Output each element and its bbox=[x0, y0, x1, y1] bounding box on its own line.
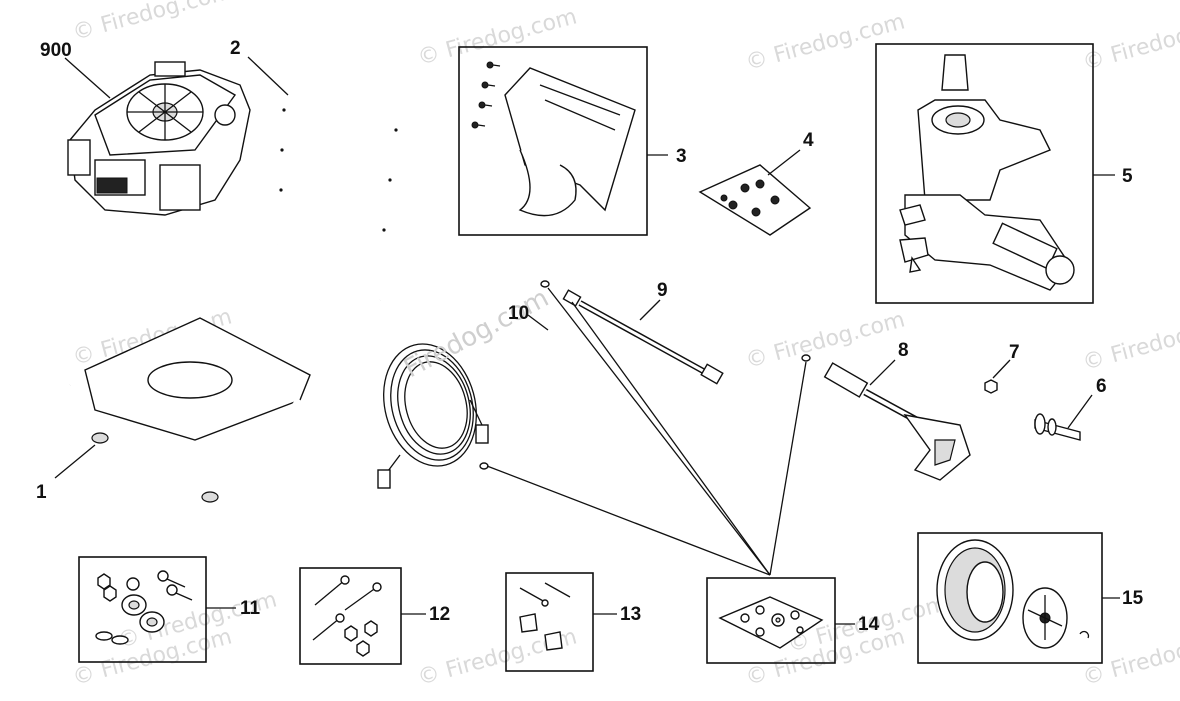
nut-icon bbox=[984, 379, 998, 394]
base-frame-icon bbox=[65, 232, 322, 503]
part-label-13: 13 bbox=[620, 604, 641, 625]
part-label-8: 8 bbox=[898, 340, 909, 361]
hose-watermark: Firedog.com bbox=[399, 283, 554, 384]
handle-icon bbox=[273, 20, 410, 301]
wheel-icon bbox=[936, 539, 1090, 649]
watermark: © Firedog.com bbox=[415, 4, 580, 70]
o-ring-kit-icon bbox=[718, 596, 824, 649]
part-label-9: 9 bbox=[657, 280, 668, 301]
axle-bolt-icon bbox=[1034, 413, 1081, 441]
hardware-kit-icon bbox=[519, 582, 571, 651]
part-label-5: 5 bbox=[1122, 166, 1133, 187]
leader-line-4 bbox=[767, 149, 801, 176]
part-11-box bbox=[78, 556, 207, 663]
screw-bag-icon bbox=[698, 164, 812, 236]
part-label-2: 2 bbox=[230, 38, 241, 59]
hardware-kit-icon bbox=[95, 570, 193, 645]
part-label-7: 7 bbox=[1009, 342, 1020, 363]
pump-icon bbox=[899, 54, 1075, 291]
spray-gun-icon bbox=[801, 354, 971, 481]
part-label-900: 900 bbox=[40, 40, 72, 61]
part-label-15: 15 bbox=[1122, 588, 1144, 609]
o-ring-leader-lines bbox=[486, 287, 807, 576]
part-5-box bbox=[875, 43, 1094, 304]
part-label-11: 11 bbox=[240, 598, 261, 619]
part-label-6: 6 bbox=[1096, 376, 1107, 397]
watermark: © Firedog.com bbox=[1080, 9, 1180, 75]
leader-line-900 bbox=[64, 57, 111, 99]
part-label-4: 4 bbox=[803, 130, 814, 151]
part-label-12: 12 bbox=[429, 604, 450, 625]
part-label-10: 10 bbox=[508, 303, 529, 324]
leader-line-10 bbox=[527, 314, 549, 331]
engine-icon bbox=[67, 61, 251, 216]
part-13-box bbox=[505, 572, 594, 672]
watermark: © Firedog.com bbox=[743, 307, 908, 373]
watermark: © Firedog.com bbox=[1080, 624, 1180, 690]
wand-icon bbox=[540, 280, 724, 385]
part-label-1: 1 bbox=[36, 482, 47, 503]
leader-line-9 bbox=[639, 299, 661, 321]
bracket-kit-icon bbox=[471, 61, 636, 217]
part-3-box bbox=[458, 46, 648, 236]
part-label-14: 14 bbox=[858, 614, 880, 635]
leader-line-8 bbox=[869, 359, 896, 386]
leader-line-2 bbox=[247, 56, 289, 96]
leader-line-7 bbox=[992, 359, 1011, 379]
bolt-kit-icon bbox=[312, 575, 382, 657]
watermark: © Firedog.com bbox=[1080, 309, 1180, 375]
watermark: © Firedog.com bbox=[70, 0, 235, 46]
part-14-box bbox=[706, 577, 836, 664]
leader-line-6 bbox=[1067, 394, 1093, 429]
leader-line-1 bbox=[54, 444, 96, 479]
part-label-3: 3 bbox=[676, 146, 687, 167]
watermark: © Firedog.com bbox=[743, 9, 908, 75]
part-12-box bbox=[299, 567, 402, 665]
